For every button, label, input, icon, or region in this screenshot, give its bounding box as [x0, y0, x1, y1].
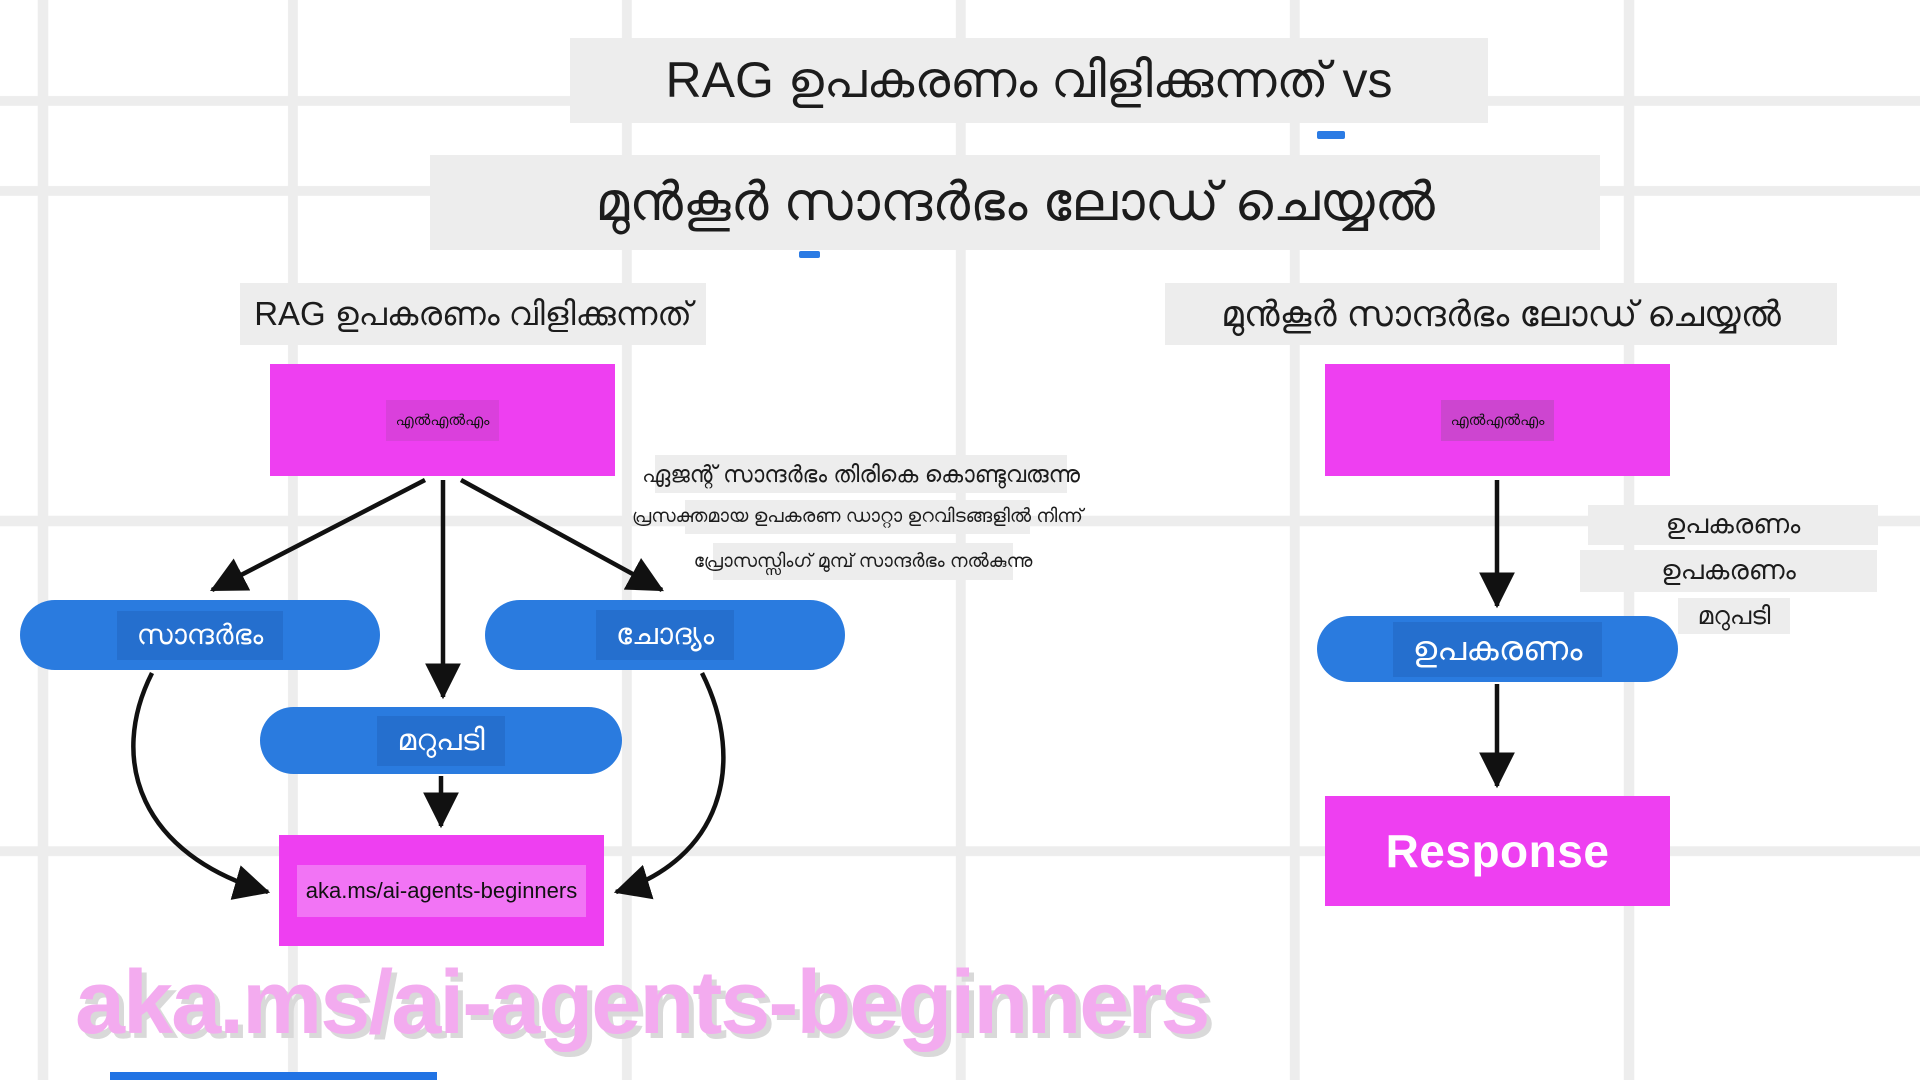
arrow-llm-to-question — [459, 478, 664, 592]
right-diagram-heading: മുൻകൂർ സാന്ദർഭം ലോഡ് ചെയ്യൽ — [1165, 283, 1837, 345]
response-label: Response — [1385, 825, 1610, 877]
left-result-box: aka.ms/ai-agents-beginners — [279, 835, 604, 946]
left-diagram-heading: RAG ഉപകരണം വിളിക്കുന്നത് — [240, 283, 706, 345]
page-title-line1: RAG ഉപകരണം വിളിക്കുന്നത് vs — [570, 38, 1488, 123]
note-context-before-processing: പ്രോസസ്സിംഗ് മുമ്പ് സാന്ദർഭം നൽകുന്നു — [694, 543, 1032, 580]
arrow-context-to-result — [131, 671, 271, 900]
arrow-question-to-result — [613, 671, 726, 900]
left-llm-label: എൽഎൽഎം — [385, 399, 500, 441]
side-label-tool-2: ഉപകരണം — [1580, 550, 1877, 592]
tool-pill: ഉപകരണം — [1317, 616, 1678, 682]
question-pill-label: ചോദ്യം — [595, 610, 735, 660]
right-llm-box: എൽഎൽഎം — [1325, 364, 1670, 476]
tool-pill-label: ഉപകരണം — [1392, 621, 1603, 677]
page-title-line2: മുൻകൂർ സാന്ദർഭം ലോഡ് ചെയ്യൽ — [430, 155, 1600, 250]
blue-dash-accent-subtitle — [799, 251, 820, 258]
answer-pill: മറുപടി — [260, 707, 622, 774]
arrow-llm-to-context — [210, 478, 427, 592]
watermark-url: aka.ms/ai-agents-beginners — [75, 953, 1210, 1053]
question-pill: ചോദ്യം — [485, 600, 845, 670]
context-pill-label: സാന്ദർഭം — [116, 610, 284, 660]
response-box: Response — [1325, 796, 1670, 906]
note-agent-fetches-context: ഏജന്റ് സാന്ദർഭം തിരികെ കൊണ്ടുവരുന്നു — [642, 455, 1080, 493]
blue-dash-accent-top — [1317, 131, 1345, 139]
right-llm-label: എൽഎൽഎം — [1440, 399, 1555, 441]
left-llm-box: എൽഎൽഎം — [270, 364, 615, 476]
context-pill: സാന്ദർഭം — [20, 600, 380, 670]
side-label-tool-1: ഉപകരണം — [1588, 505, 1878, 545]
bottom-blue-strip — [110, 1072, 437, 1080]
side-label-reply: മറുപടി — [1678, 598, 1790, 634]
answer-pill-label: മറുപടി — [377, 715, 505, 766]
left-result-label: aka.ms/ai-agents-beginners — [296, 864, 587, 917]
note-from-tool-data-sources: പ്രസക്തമായ ഉപകരണ ഡാറ്റാ ഉറവിടങ്ങളിൽ നിന്… — [632, 500, 1083, 534]
